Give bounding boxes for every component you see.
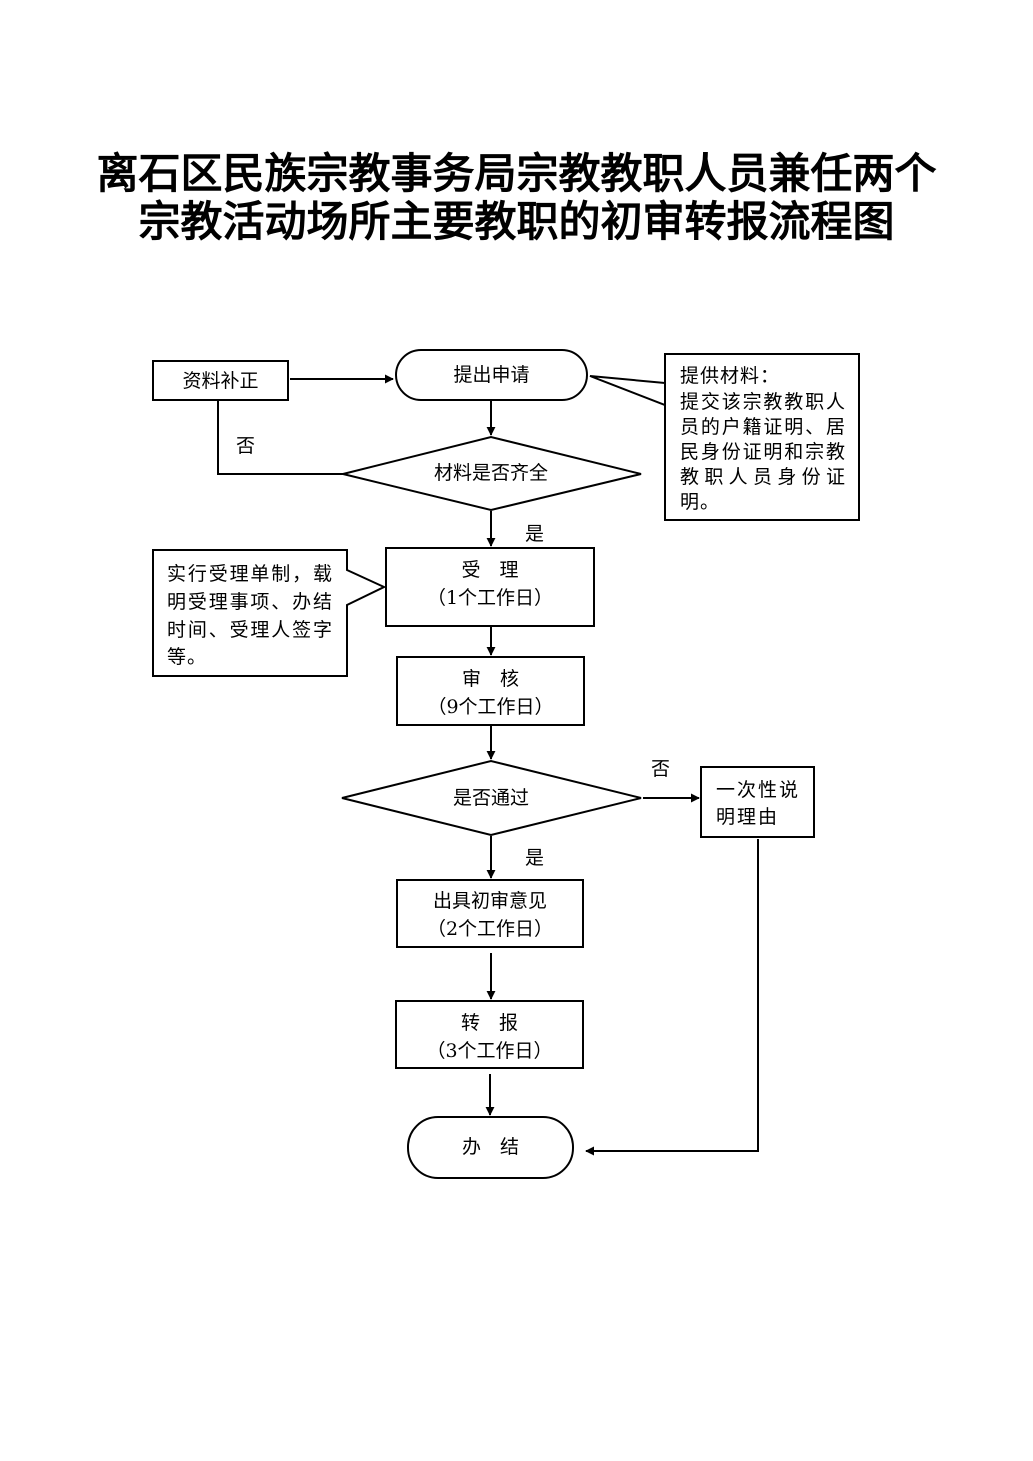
- accept-note-line: 时间、受理人签字: [167, 619, 333, 641]
- materials-note-line: 民身份证明和宗教: [680, 441, 846, 463]
- pass-check-label: 是否通过: [452, 787, 529, 809]
- opinion-days: （2个工作日）: [426, 918, 554, 940]
- accept-note-line: 等。: [167, 646, 208, 668]
- apply-terminal: [395, 349, 588, 401]
- review-label: 审 核: [461, 668, 519, 690]
- accept-label: 受 理: [461, 559, 519, 581]
- apply-label: 提出申请: [453, 364, 530, 386]
- branch-yes-label: 是: [525, 523, 545, 545]
- branch-no-label: 否: [236, 435, 256, 457]
- branch-no-label: 否: [651, 758, 671, 780]
- materials-check-label: 材料是否齐全: [433, 462, 548, 484]
- materials-note-callout: [589, 353, 860, 521]
- opinion-box: [396, 879, 584, 948]
- accept-note-line: 实行受理单制，载: [167, 563, 333, 585]
- explain-box: [700, 766, 815, 838]
- materials-note-line: 明。: [680, 491, 721, 513]
- report-box: [395, 1000, 584, 1069]
- page-title-line1: 离石区民族宗教事务局宗教教职人员兼任两个: [96, 149, 937, 198]
- arrow-explain-to-finish: [585, 839, 759, 1156]
- explain-label-line2: 明理由: [716, 806, 780, 828]
- report-days: （3个工作日）: [426, 1040, 553, 1062]
- accept-note-callout: [152, 549, 387, 677]
- branch-yes-label: 是: [525, 847, 545, 869]
- materials-note-line: 教职人员身份证: [680, 466, 846, 488]
- supplement-label: 资料补正: [182, 370, 259, 392]
- pass-check-diamond: [341, 759, 642, 837]
- accept-days: （1个工作日）: [426, 587, 554, 609]
- materials-note-line: 提供材料：: [680, 365, 781, 387]
- report-label: 转 报: [460, 1012, 518, 1034]
- review-box: [396, 656, 585, 726]
- materials-note-line: 员的户籍证明、居: [680, 416, 846, 438]
- materials-check-diamond: [342, 435, 642, 512]
- accept-note-line: 明受理事项、办结: [167, 591, 333, 613]
- page-title-line2: 宗教活动场所主要教职的初审转报流程图: [138, 197, 895, 246]
- opinion-label: 出具初审意见: [432, 890, 547, 912]
- line-materials-no: [217, 401, 343, 475]
- materials-note-line: 提交该宗教教职人: [680, 391, 846, 413]
- finish-terminal: [407, 1116, 574, 1179]
- supplement-box: [152, 360, 289, 401]
- review-days: （9个工作日）: [427, 696, 554, 718]
- explain-label-line1: 一次性说: [716, 779, 801, 801]
- finish-label: 办 结: [461, 1136, 519, 1158]
